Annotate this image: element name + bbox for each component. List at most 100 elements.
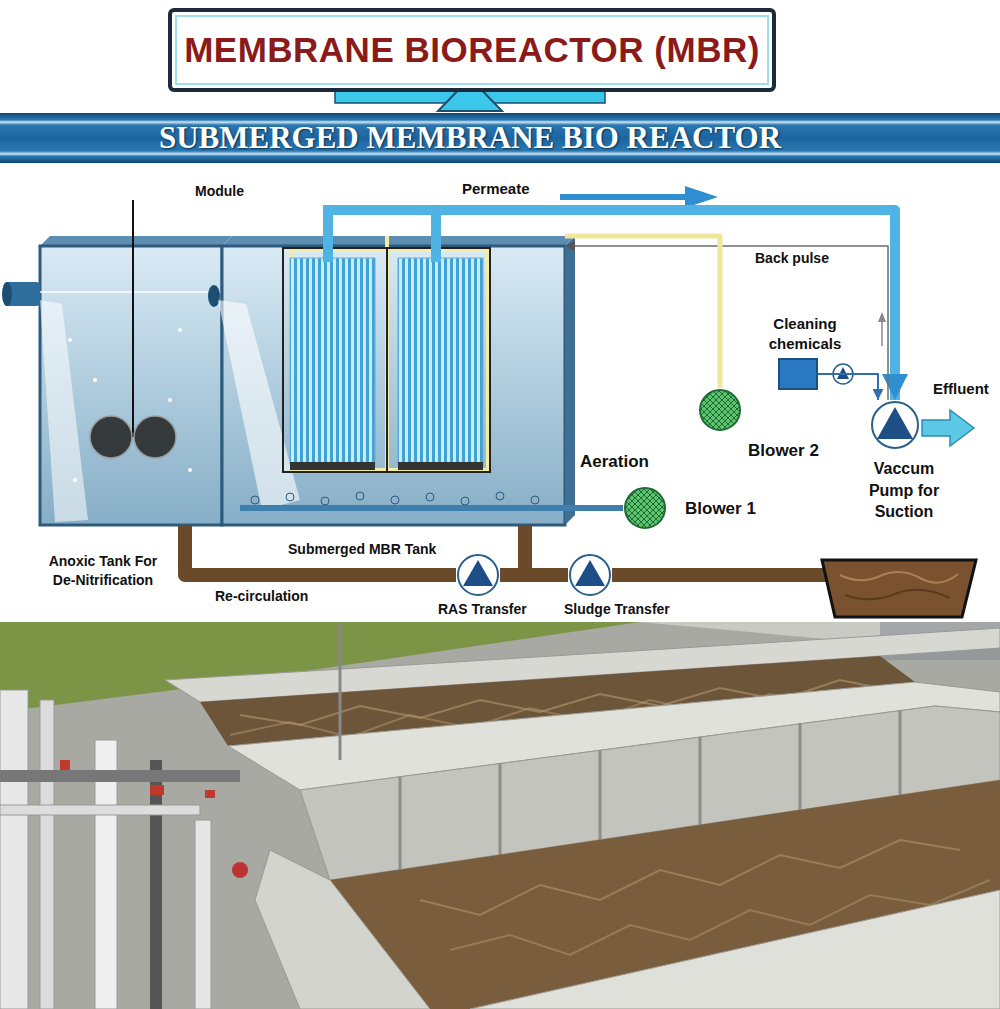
mixer-blade — [90, 416, 132, 458]
title: MEMBRANE BIOREACTOR (MBR) — [184, 30, 760, 70]
blower-circle — [700, 390, 740, 430]
connector-label: Back pulse — [755, 250, 829, 266]
photo-pipe — [0, 770, 240, 782]
air-bubble — [461, 497, 469, 505]
air-bubble — [496, 492, 504, 500]
photo-pole — [339, 622, 342, 760]
anoxic-tank-body — [40, 246, 222, 525]
air-bubble — [356, 492, 364, 500]
pump-triangle — [463, 560, 493, 586]
pump-triangle — [877, 407, 913, 439]
blower-outline — [698, 388, 742, 432]
air-line — [565, 236, 720, 388]
node-label: Blower 1 — [685, 498, 756, 521]
flow-arrow — [881, 320, 883, 346]
blower-symbol: Blower 2 — [698, 388, 742, 432]
water-speckle — [73, 478, 77, 482]
blower-outline — [623, 486, 667, 530]
anoxic-tank: Anoxic Tank For De-Nitrification — [40, 236, 222, 525]
mixer-blade — [134, 416, 176, 458]
pump-circle — [570, 555, 610, 595]
flow-arrow — [560, 194, 687, 200]
node-label: RAS Transfer — [438, 600, 527, 619]
photo-pipe — [0, 805, 200, 815]
node-label: Anoxic Tank For De-Nitrification — [38, 552, 168, 590]
water-surface — [40, 291, 222, 293]
pump-outline — [456, 553, 500, 597]
part-label: Effluent — [933, 380, 989, 397]
photo-pipe — [0, 690, 28, 1009]
node-label: SUBMERGED MEMBRANE BIO REACTOR — [159, 117, 781, 159]
permeate-riser — [431, 236, 441, 262]
connector-label: Permeate — [462, 180, 530, 197]
title-box: MEMBRANE BIOREACTOR (MBR) — [168, 8, 776, 92]
photo-pipe — [195, 820, 211, 1009]
tank-side — [565, 236, 575, 525]
air-bubble — [321, 497, 329, 505]
photo-valve — [150, 785, 164, 795]
photo-rib — [499, 763, 502, 855]
node-label: Submerged MBR Tank — [288, 540, 436, 559]
chemical-line — [818, 374, 878, 400]
water-speckle — [168, 398, 172, 402]
module-base — [290, 462, 375, 470]
mixer-shaft — [132, 200, 134, 437]
backpulse-line — [565, 246, 888, 400]
sludge-texture — [845, 590, 950, 599]
pump-symbol: Vaccum Pump for Suction — [870, 400, 920, 450]
module-frame — [283, 248, 490, 472]
permeate-pipe — [436, 210, 895, 400]
flow-arrow — [878, 312, 886, 322]
photo-valve — [60, 760, 70, 770]
photo-tank-wall — [470, 890, 1000, 1009]
module-frame — [386, 248, 388, 472]
water-speckle — [188, 468, 192, 472]
air-bubble — [286, 493, 294, 501]
sludge-pipe — [525, 525, 568, 575]
photo-rib — [699, 737, 702, 825]
photo-pipe — [40, 700, 54, 1009]
pump-circle — [458, 555, 498, 595]
blower-circle — [625, 488, 665, 528]
part-label: Module — [195, 183, 244, 199]
connector-label: Re-circulation — [215, 588, 308, 604]
photo-tank-wall — [255, 850, 430, 1009]
flow-arrow — [685, 186, 718, 208]
effluent-arrow — [922, 410, 974, 446]
pump-outline — [568, 553, 612, 597]
title-band: SUBMERGED MEMBRANE BIO REACTOR — [0, 113, 1000, 163]
aeration-grid — [240, 505, 565, 511]
membrane-module — [398, 258, 483, 464]
air-bubble — [251, 496, 259, 504]
photo-valve — [205, 790, 215, 798]
permeate-header — [323, 205, 441, 215]
photo-ground — [0, 622, 1000, 1009]
water-speckle — [68, 338, 72, 342]
photo-rib — [399, 777, 402, 869]
module-base — [398, 462, 483, 470]
node-label: Cleaning chemicals — [764, 314, 846, 355]
air-bubble — [426, 493, 434, 501]
water-speckle — [93, 378, 97, 382]
chemical-tank: Cleaning chemicals — [778, 358, 818, 390]
pump-outline — [870, 400, 920, 450]
air-bubble — [531, 496, 539, 504]
node-label: Blower 2 — [748, 440, 819, 463]
sludge-bin — [822, 560, 976, 617]
node-label: Vaccum Pump for Suction — [861, 458, 947, 523]
sludge-texture — [840, 572, 958, 583]
photo-rib — [899, 710, 902, 795]
pump-symbol: Sludge Transfer — [568, 553, 612, 597]
node-label: Sludge Transfer — [564, 600, 670, 619]
photo-pipe — [150, 760, 162, 1009]
inlet-pipe — [2, 282, 12, 306]
pump-symbol: RAS Transfer — [456, 553, 500, 597]
air-bubble — [391, 496, 399, 504]
water-fall — [40, 300, 88, 522]
pump-circle — [872, 402, 918, 448]
permeate-riser — [323, 210, 333, 262]
water-fall — [218, 300, 300, 510]
sludge-pipe — [612, 568, 836, 582]
